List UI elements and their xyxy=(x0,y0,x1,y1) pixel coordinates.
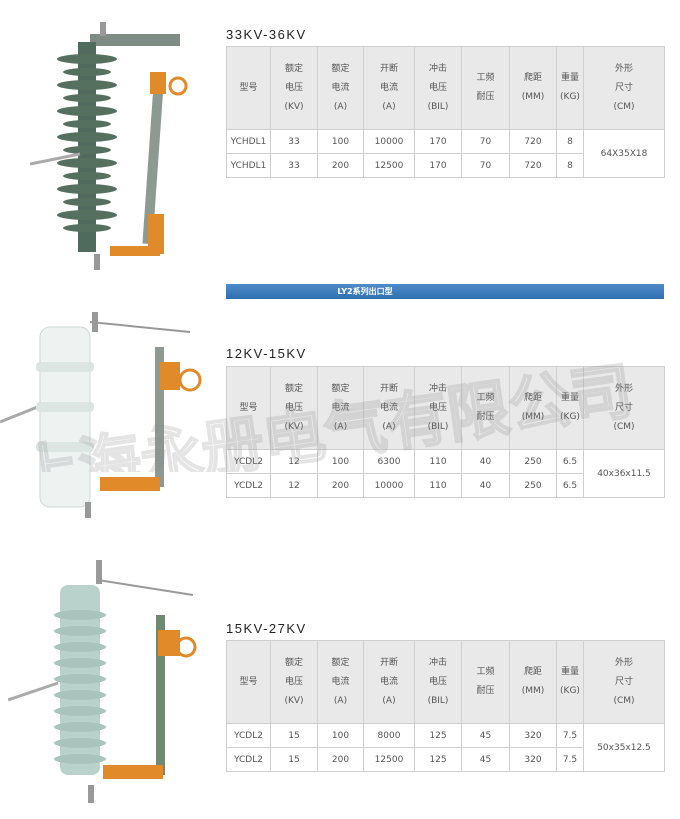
cell-model: YCDL2 xyxy=(226,473,271,498)
header-impulse-voltage: 冲击电压(BIL) xyxy=(414,366,462,450)
header-power-frequency: 工频耐压 xyxy=(461,46,510,130)
section-title: 33KV-36KV xyxy=(226,27,307,42)
spec-table-12kv: 型号 额定电压(KV) 额定电流(A) 开断电流(A) 冲击电压(BIL) 工频… xyxy=(226,366,665,498)
header-creepage: 爬距(MM) xyxy=(509,366,557,450)
cell-creepage: 720 xyxy=(509,153,557,178)
cell-voltage: 33 xyxy=(270,153,318,178)
header-breaking-current: 开断电流(A) xyxy=(363,366,415,450)
cell-weight: 6.5 xyxy=(556,449,584,474)
banner-label: LY2系列出口型 xyxy=(337,287,393,296)
table-header-row: 型号 额定电压(KV) 额定电流(A) 开断电流(A) 冲击电压(BIL) 工频… xyxy=(226,640,665,724)
cell-breaking: 6300 xyxy=(363,449,415,474)
cell-creepage: 250 xyxy=(509,449,557,474)
header-breaking-current: 开断电流(A) xyxy=(363,46,415,130)
header-power-frequency: 工频耐压 xyxy=(461,640,510,724)
cell-voltage: 15 xyxy=(270,723,318,748)
cell-creepage: 720 xyxy=(509,129,557,154)
cutout-fuse-image-12kv xyxy=(0,312,202,518)
cutout-fuse-image-33kv xyxy=(30,22,188,270)
header-rated-voltage: 额定电压(KV) xyxy=(270,640,318,724)
header-dimensions: 外形尺寸(CM) xyxy=(583,640,665,724)
cell-creepage: 250 xyxy=(509,473,557,498)
table-row: YCDL2 12 100 6300 110 40 250 6.5 40x36x1… xyxy=(226,449,665,498)
header-creepage: 爬距(MM) xyxy=(509,46,557,130)
cell-breaking: 8000 xyxy=(363,723,415,748)
cell-power-freq: 70 xyxy=(461,153,510,178)
cell-creepage: 320 xyxy=(509,723,557,748)
header-power-frequency: 工频耐压 xyxy=(461,366,510,450)
header-model: 型号 xyxy=(226,366,271,450)
cell-power-freq: 40 xyxy=(461,473,510,498)
cell-breaking: 10000 xyxy=(363,473,415,498)
header-rated-current: 额定电流(A) xyxy=(317,46,364,130)
spec-table-33kv: 型号 额定电压(KV) 额定电流(A) 开断电流(A) 冲击电压(BIL) 工频… xyxy=(226,46,665,178)
cell-current: 200 xyxy=(317,747,364,772)
cell-creepage: 320 xyxy=(509,747,557,772)
header-model: 型号 xyxy=(226,46,271,130)
header-rated-voltage: 额定电压(KV) xyxy=(270,46,318,130)
header-weight: 重量(KG) xyxy=(556,46,584,130)
cell-breaking: 10000 xyxy=(363,129,415,154)
header-weight: 重量(KG) xyxy=(556,640,584,724)
cell-impulse: 110 xyxy=(414,473,462,498)
section-title: 15KV-27KV xyxy=(226,621,307,636)
header-model: 型号 xyxy=(226,640,271,724)
table-header-row: 型号 额定电压(KV) 额定电流(A) 开断电流(A) 冲击电压(BIL) 工频… xyxy=(226,46,665,130)
cell-model: YCDL2 xyxy=(226,449,271,474)
cell-weight: 6.5 xyxy=(556,473,584,498)
spec-table-15kv: 型号 额定电压(KV) 额定电流(A) 开断电流(A) 冲击电压(BIL) 工频… xyxy=(226,640,665,772)
cell-voltage: 33 xyxy=(270,129,318,154)
cell-current: 100 xyxy=(317,449,364,474)
header-weight: 重量(KG) xyxy=(556,366,584,450)
cell-model: YCHDL1 xyxy=(226,153,271,178)
header-impulse-voltage: 冲击电压(BIL) xyxy=(414,640,462,724)
cell-weight: 8 xyxy=(556,153,584,178)
series-banner: LY2系列出口型 xyxy=(226,284,664,299)
cell-model: YCDL2 xyxy=(226,723,271,748)
cell-dimensions: 50x35x12.5 xyxy=(583,723,665,772)
cell-power-freq: 70 xyxy=(461,129,510,154)
table-row: YCDL2 15 200 12500 125 45 320 7.5 xyxy=(226,747,665,772)
cell-dimensions: 40x36x11.5 xyxy=(583,449,665,498)
cell-voltage: 15 xyxy=(270,747,318,772)
cell-model: YCHDL1 xyxy=(226,129,271,154)
table-row: YCHDL1 33 200 12500 170 70 720 8 xyxy=(226,153,665,178)
cell-weight: 7.5 xyxy=(556,723,584,748)
cell-impulse: 170 xyxy=(414,153,462,178)
header-creepage: 爬距(MM) xyxy=(509,640,557,724)
cell-impulse: 125 xyxy=(414,723,462,748)
table-row: YCHDL1 33 100 10000 170 70 720 8 64X35X1… xyxy=(226,129,665,178)
cell-model: YCDL2 xyxy=(226,747,271,772)
cell-current: 100 xyxy=(317,723,364,748)
cell-impulse: 125 xyxy=(414,747,462,772)
section-title: 12KV-15KV xyxy=(226,346,307,361)
cell-weight: 8 xyxy=(556,129,584,154)
header-impulse-voltage: 冲击电压(BIL) xyxy=(414,46,462,130)
cell-power-freq: 40 xyxy=(461,449,510,474)
cell-dimensions: 64X35X18 xyxy=(583,129,665,178)
cell-current: 100 xyxy=(317,129,364,154)
cell-voltage: 12 xyxy=(270,473,318,498)
cell-breaking: 12500 xyxy=(363,153,415,178)
cell-breaking: 12500 xyxy=(363,747,415,772)
cell-power-freq: 45 xyxy=(461,747,510,772)
table-row: YCDL2 12 200 10000 110 40 250 6.5 xyxy=(226,473,665,498)
header-dimensions: 外形尺寸(CM) xyxy=(583,366,665,450)
header-dimensions: 外形尺寸(CM) xyxy=(583,46,665,130)
cell-current: 200 xyxy=(317,473,364,498)
header-rated-current: 额定电流(A) xyxy=(317,640,364,724)
table-row: YCDL2 15 100 8000 125 45 320 7.5 50x35x1… xyxy=(226,723,665,772)
table-header-row: 型号 额定电压(KV) 额定电流(A) 开断电流(A) 冲击电压(BIL) 工频… xyxy=(226,366,665,450)
cell-impulse: 110 xyxy=(414,449,462,474)
cell-impulse: 170 xyxy=(414,129,462,154)
header-rated-current: 额定电流(A) xyxy=(317,366,364,450)
cell-weight: 7.5 xyxy=(556,747,584,772)
header-breaking-current: 开断电流(A) xyxy=(363,640,415,724)
cell-voltage: 12 xyxy=(270,449,318,474)
header-rated-voltage: 额定电压(KV) xyxy=(270,366,318,450)
cell-power-freq: 45 xyxy=(461,723,510,748)
cell-current: 200 xyxy=(317,153,364,178)
cutout-fuse-image-15kv xyxy=(8,560,197,803)
